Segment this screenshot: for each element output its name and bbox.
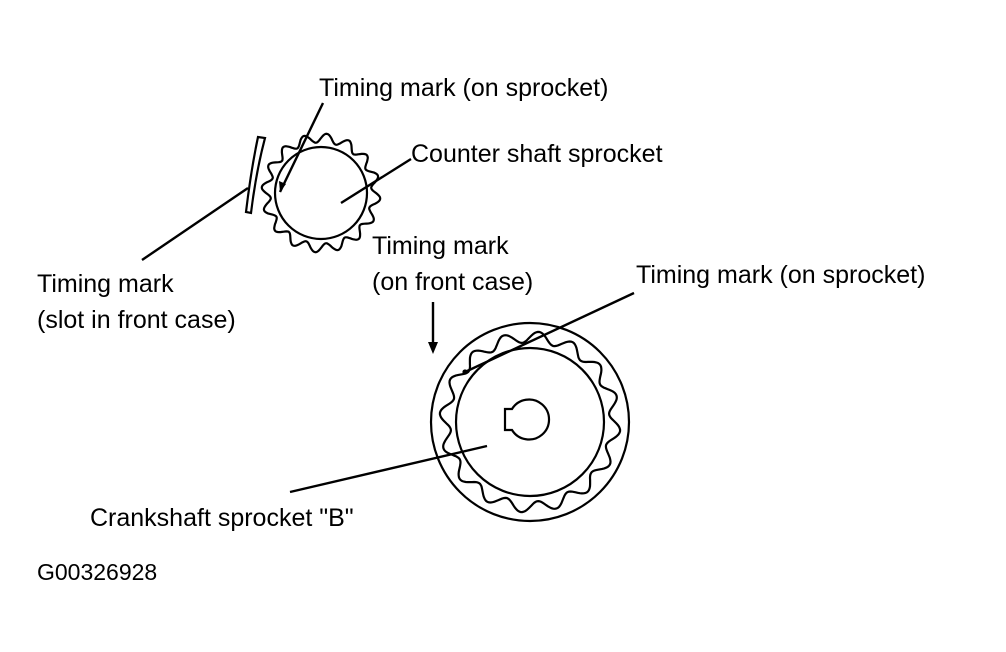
leader-slot-mark [141, 187, 249, 261]
counter-sprocket-inner-circle [273, 145, 369, 241]
leader-crank-timing-mark [464, 291, 635, 374]
crank-sprocket-teeth [438, 330, 622, 514]
counter-sprocket-teeth [260, 132, 382, 254]
label-counter-timing-mark: Timing mark (on sprocket) [319, 74, 609, 102]
arrowhead-counter-timing-mark [279, 181, 286, 192]
leader-counter-shaft-sprocket [340, 157, 412, 205]
front-case-outer-ring [429, 321, 631, 523]
crank-sprocket-inner-circle [454, 346, 606, 498]
label-front-case-mark-line2: (on front case) [372, 268, 534, 296]
label-counter-shaft-sprocket: Counter shaft sprocket [411, 140, 663, 168]
leader-counter-timing-mark [278, 102, 325, 193]
counter-shaft-sprocket [260, 132, 382, 254]
arrowhead-front-case-mark [428, 342, 438, 354]
label-slot-mark-line1: Timing mark [37, 270, 174, 298]
label-crank-timing-mark: Timing mark (on sprocket) [636, 261, 926, 289]
label-front-case-mark-line1: Timing mark [372, 232, 509, 260]
label-crankshaft-sprocket: Crankshaft sprocket "B" [90, 504, 354, 532]
label-slot-mark-line2: (slot in front case) [37, 306, 236, 334]
crankshaft-keyway-bore [503, 398, 551, 441]
crankshaft-sprocket [429, 321, 631, 523]
figure-id: G00326928 [37, 559, 158, 585]
leader-crankshaft-sprocket [289, 444, 488, 494]
front-case-slot-mark [244, 135, 267, 215]
